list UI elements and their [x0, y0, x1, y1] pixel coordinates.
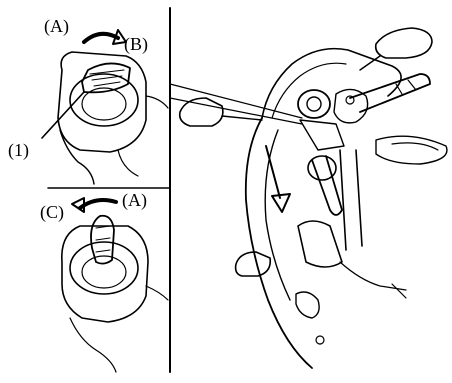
label-one: (1)	[8, 140, 29, 161]
label-a-top: (A)	[44, 16, 69, 37]
bottom-ignition-inset	[62, 198, 168, 372]
top-ignition-inset	[42, 30, 168, 184]
right-mirror-icon	[376, 28, 432, 58]
left-mirror-icon	[180, 98, 223, 126]
label-a-bottom: (A)	[122, 190, 147, 211]
motorcycle-illustration	[180, 28, 447, 368]
rotate-arrow-ab-icon	[84, 34, 118, 42]
down-arrow-icon	[266, 146, 280, 198]
inset-frame	[48, 8, 170, 372]
turn-signal-icon	[236, 252, 271, 276]
ignition-switch-icon	[298, 90, 330, 118]
rotate-arrow-ca-icon	[80, 200, 116, 208]
label-b-top: (B)	[124, 34, 148, 55]
label-c-bottom: (C)	[40, 202, 64, 223]
